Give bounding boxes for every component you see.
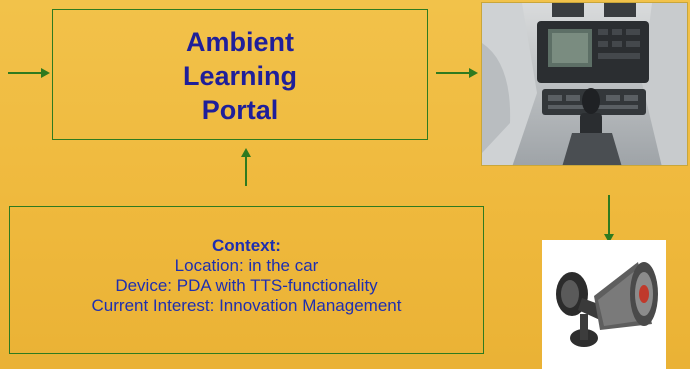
context-location: Location: in the car (174, 256, 319, 275)
portal-title: Ambient Learning Portal (182, 27, 297, 125)
car-to-speaker-arrow (604, 195, 614, 243)
ambient-learning-portal-box: Ambient Learning Portal (52, 9, 428, 140)
context-text: Context: Location: in the car Device: PD… (10, 236, 483, 316)
context-box: Context: Location: in the car Device: PD… (9, 206, 484, 354)
context-device: Device: PDA with TTS-functionality (115, 276, 378, 295)
context-to-portal-arrow (241, 148, 251, 186)
output-arrow (436, 68, 478, 78)
car-dashboard-image (481, 2, 688, 166)
input-arrow (8, 68, 50, 78)
loudspeaker-illustration (542, 240, 666, 369)
car-dashboard-illustration (482, 3, 687, 165)
loudspeaker-image (542, 240, 666, 369)
context-interest: Current Interest: Innovation Management (91, 296, 402, 315)
context-heading: Context: (212, 236, 281, 255)
